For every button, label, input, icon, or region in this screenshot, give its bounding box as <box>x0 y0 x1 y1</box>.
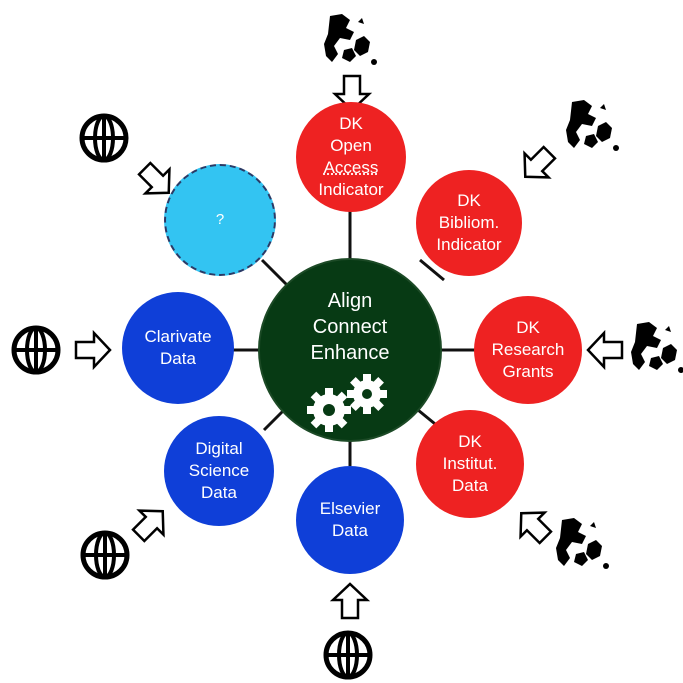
denmark-map-icon <box>566 100 619 151</box>
node-label-line: Data <box>452 476 488 495</box>
node-label-line: Grants <box>502 362 554 381</box>
connector-line <box>419 258 445 282</box>
node-elsevier-data: Elsevier Data <box>296 466 404 574</box>
globe-icon <box>326 633 370 677</box>
node-dk-open-access-indicator: DK Open Access Indicator <box>296 102 406 212</box>
node-clarivate-data: Clarivate Data <box>122 292 234 404</box>
globe-icon <box>82 116 126 160</box>
arrow-icon <box>508 500 559 551</box>
node-label-line: Access <box>323 158 379 177</box>
hub-line-1: Align <box>327 290 373 312</box>
globe-icon <box>14 328 58 372</box>
node-dk-bibliom-indicator: DK Bibliom. Indicator <box>416 170 522 276</box>
node-label-line: Data <box>201 483 237 502</box>
node-digital-science-data: Digital Science Data <box>164 416 274 526</box>
arrow-icon <box>74 331 112 369</box>
node-label-line: Research <box>491 340 565 359</box>
arrow-icon <box>331 582 369 620</box>
globe-icon <box>83 533 127 577</box>
node-label-line: Data <box>160 349 196 368</box>
node-label-line: Institut. <box>442 454 498 473</box>
denmark-map-icon <box>556 518 609 569</box>
node-label-line: DK <box>458 432 482 451</box>
arrow-icon <box>125 498 176 549</box>
hub-line-3: Enhance <box>310 342 390 364</box>
node-label-line: Science <box>188 461 250 480</box>
node-label-line: Indicator <box>318 180 384 199</box>
arrow-icon <box>512 139 563 190</box>
arrow-icon <box>586 331 624 369</box>
node-dk-research-grants: DK Research Grants <box>474 296 582 404</box>
connector-line <box>260 258 290 288</box>
node-label-line: DK <box>339 114 363 133</box>
node-label-line: Elsevier <box>319 499 381 518</box>
node-label-line: Bibliom. <box>438 213 500 232</box>
node-dk-institut-data: DK Institut. Data <box>416 410 524 518</box>
node-label-line: Data <box>332 521 368 540</box>
node-label-line: Digital <box>195 439 243 458</box>
gears-icon <box>307 374 387 432</box>
node-label-line: DK <box>457 191 481 210</box>
node-label-line: DK <box>516 318 540 337</box>
node-label-line: ? <box>215 211 225 228</box>
central-hub: Align Connect Enhance <box>258 258 442 442</box>
node-label-line: Clarivate <box>144 327 212 346</box>
node-label-line: Open <box>330 136 372 155</box>
denmark-map-icon <box>631 322 683 373</box>
hub-line-2: Connect <box>312 316 388 338</box>
node-label-line: Indicator <box>436 235 502 254</box>
denmark-map-icon <box>324 14 377 65</box>
node-unknown-source: ? <box>164 164 276 276</box>
